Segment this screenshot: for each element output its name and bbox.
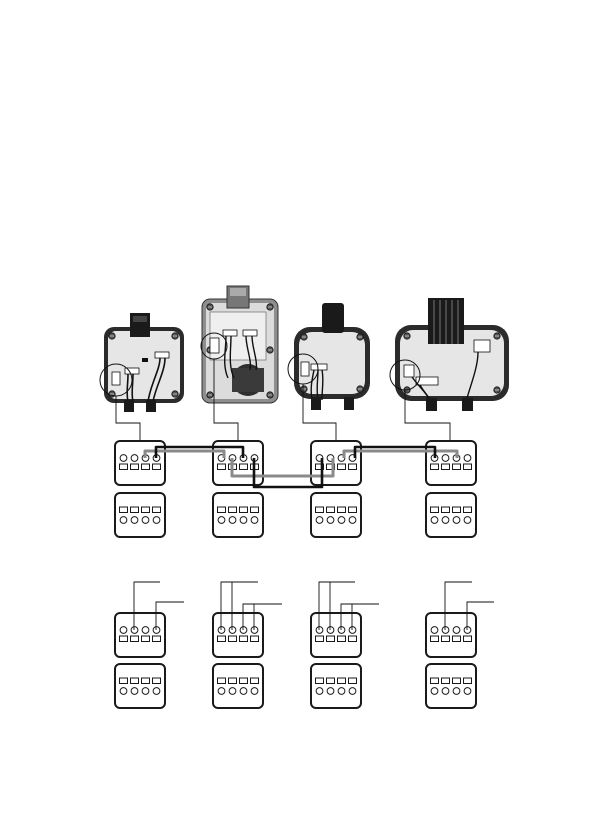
terminal-block-4c [426,613,476,657]
device-2-enclosure [201,286,278,403]
terminal-row-empty-1 [115,493,476,537]
terminal-block-3b [311,493,361,537]
terminal-block-3c [311,613,361,657]
terminal-block-2b [213,493,263,537]
terminal-block-4d [426,664,476,708]
terminal-row-schematic [115,613,476,657]
device-1-enclosure [100,313,184,412]
terminal-block-3a [311,441,361,485]
terminal-block-2d [213,664,263,708]
jumper-wire-black [156,447,435,487]
terminal-block-2c [213,613,263,657]
terminal-block-3d [311,664,361,708]
device-3-enclosure [288,303,370,410]
jumper-wire-gray [145,451,457,476]
terminal-block-4b [426,493,476,537]
terminal-row-empty-2 [115,664,476,708]
terminal-block-1b [115,493,165,537]
terminal-block-1c [115,613,165,657]
device-4-enclosure [390,298,509,411]
terminal-block-1d [115,664,165,708]
